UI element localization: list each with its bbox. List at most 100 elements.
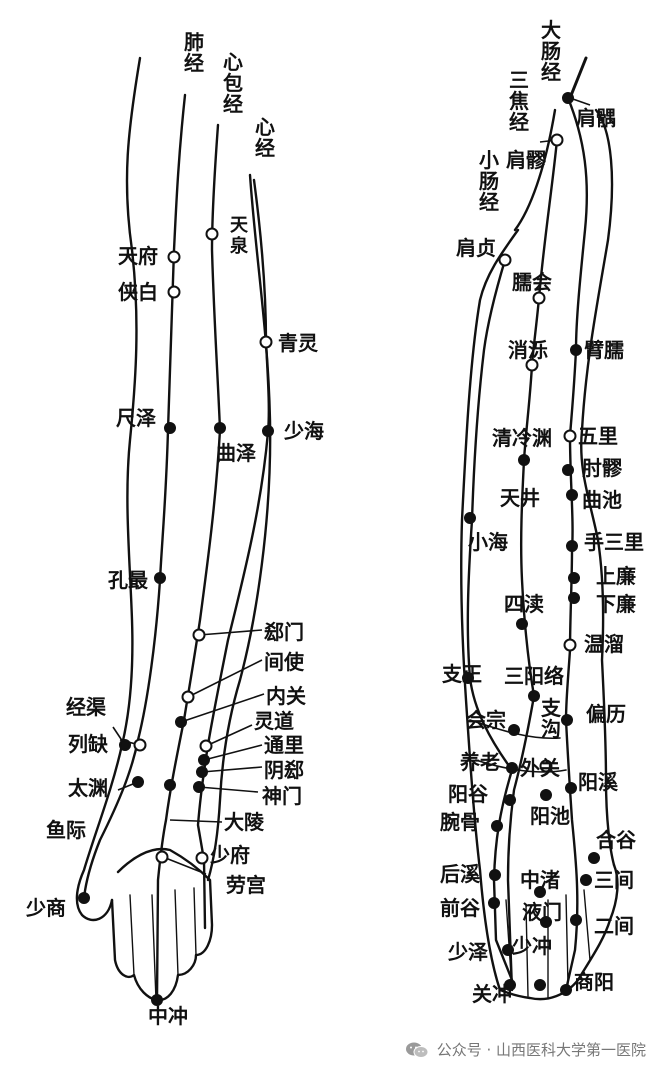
point-label-ximen: 郄门	[264, 620, 304, 644]
acupoint-marker-yanglao	[506, 762, 518, 774]
acupoint-marker-laogong	[155, 850, 169, 864]
acupoint-marker-shaochong	[534, 979, 546, 991]
point-label-yangxi: 阳溪	[578, 770, 618, 794]
acupoint-marker-xiabai	[167, 285, 181, 299]
acupoint-marker-jianshi	[181, 690, 195, 704]
right-arm-outline-back	[580, 108, 616, 867]
point-label-tianfu: 天府	[118, 244, 158, 268]
point-label-yemen: 液门	[522, 900, 562, 924]
point-label-zhongzhu: 中渚	[520, 868, 560, 892]
point-label-daling: 大陵	[224, 810, 264, 834]
left-arm-outline-outer	[75, 56, 142, 922]
lung-meridian-line	[82, 93, 187, 900]
point-label-sidu: 四渎	[504, 592, 544, 616]
acupoint-marker-sanjian	[580, 874, 592, 886]
sanjiao-meridian-line	[506, 138, 559, 992]
acupoint-marker-daling-a	[164, 779, 176, 791]
acupoint-marker-tianquan	[205, 227, 219, 241]
point-label-sanyangluo: 三阳络	[504, 664, 564, 688]
sanjiao-meridian-label: 三焦经	[509, 68, 529, 134]
point-label-pianli: 偏历	[586, 702, 626, 726]
acupoint-marker-jiquan	[259, 335, 273, 349]
point-label-kongzui: 孔最	[108, 568, 148, 592]
point-label-binao: 臂臑	[584, 338, 624, 362]
point-label-wangu: 腕骨	[440, 810, 480, 834]
point-label-shanglian: 上廉	[596, 564, 636, 588]
acupoint-marker-binao	[570, 344, 582, 356]
point-label-shousanli: 手三里	[584, 530, 644, 554]
acupoint-marker-xiaohai	[464, 512, 476, 524]
point-label-xiaoluo: 消泺	[508, 338, 548, 362]
acupoint-marker-quze	[214, 422, 226, 434]
acupoint-marker-ximen	[192, 628, 206, 642]
acupoint-marker-yinxi	[196, 766, 208, 778]
acupoint-marker-wangu	[491, 820, 503, 832]
point-label-qiangu: 前谷	[440, 896, 480, 920]
acupoint-marker-yemen	[540, 916, 552, 928]
acupoint-marker-hegu	[588, 852, 600, 864]
point-label-erjian: 二间	[594, 914, 634, 938]
point-label-quchi: 曲池	[582, 488, 622, 512]
right-shoulder-stroke	[568, 56, 588, 100]
point-label-jianshi: 间使	[264, 650, 304, 674]
acupoint-marker-shenmen	[193, 781, 205, 793]
acupoint-marker-jingqu	[119, 739, 131, 751]
point-label-yanggu: 阳谷	[448, 782, 488, 806]
point-label-yinxi: 阴郄	[264, 758, 304, 782]
acupoint-marker-huizong	[508, 724, 520, 736]
acupoint-marker-zhizheng	[462, 672, 474, 684]
point-label-sanjian: 三间	[594, 868, 634, 892]
acupoint-marker-jianzhen	[498, 253, 512, 267]
point-label-zhizheng: 支正	[442, 662, 482, 686]
acupoint-marker-shanglian	[568, 572, 580, 584]
acupoint-marker-guanchong	[504, 979, 516, 991]
point-label-quze: 曲泽	[216, 441, 256, 465]
acupoint-marker-sidu	[516, 618, 528, 630]
acupoint-marker-jianliao	[550, 133, 564, 147]
point-label-huizong: 会宗	[466, 708, 506, 732]
point-label-yanglao: 养老	[460, 750, 500, 774]
acupoint-marker-wenliu	[563, 638, 577, 652]
point-label-shaohai: 少海	[284, 419, 324, 443]
point-label-laogong: 劳宫	[226, 873, 266, 897]
point-label-hegu: 合谷	[596, 828, 636, 852]
watermark-footer: 公众号 · 山西医科大学第一医院	[405, 1039, 646, 1060]
acupoint-marker-neiguan	[175, 716, 187, 728]
acupoint-marker-shaohai	[262, 425, 274, 437]
point-label-yangchi: 阳池	[530, 804, 570, 828]
point-label-neiguan: 内关	[266, 684, 306, 708]
point-label-tongli: 通里	[264, 733, 304, 757]
acupoint-marker-houxi	[489, 869, 501, 881]
point-label-shenmen: 神门	[262, 784, 302, 808]
acupoint-marker-tongli	[198, 754, 210, 766]
acupoint-marker-yangchi	[540, 789, 552, 801]
point-label-xialian: 下廉	[596, 592, 636, 616]
point-label-xiabai: 侠白	[118, 280, 158, 304]
right-arm-outline-outer	[460, 228, 520, 992]
acupoint-marker-taiyuan	[132, 776, 144, 788]
right-arm-outline-shoulder	[513, 108, 557, 232]
acupoint-marker-shaoze	[502, 944, 514, 956]
acupoint-marker-chize	[164, 422, 176, 434]
point-label-tianjing: 天井	[500, 486, 540, 510]
point-label-jingqu: 经渠	[66, 695, 106, 719]
pericardium-meridian-label: 心包经	[223, 50, 243, 116]
acupoint-marker-pianli	[561, 714, 573, 726]
acupoint-marker-lieque	[133, 738, 147, 752]
acupoint-marker-qiangu	[488, 897, 500, 909]
point-label-zhongchong: 中冲	[148, 1004, 188, 1028]
acupoint-marker-shangyang	[560, 984, 572, 996]
watermark-text: 公众号 · 山西医科大学第一医院	[436, 1041, 646, 1059]
lung-meridian-label: 肺经	[184, 30, 204, 75]
point-label-jianyu: 肩髃	[576, 106, 616, 130]
acupoint-marker-shaofu	[195, 851, 209, 865]
acupoint-marker-xialian	[568, 592, 580, 604]
point-label-zhigou: 支沟	[541, 696, 561, 741]
point-label-xiaohai: 小海	[468, 530, 508, 554]
acupoint-marker-waiguan	[539, 759, 553, 773]
point-label-shaoze: 少泽	[448, 940, 488, 964]
point-label-naohui: 臑会	[512, 270, 552, 294]
point-label-shaoshang: 少商	[26, 896, 66, 920]
point-label-shaochong: 少冲	[512, 934, 552, 958]
